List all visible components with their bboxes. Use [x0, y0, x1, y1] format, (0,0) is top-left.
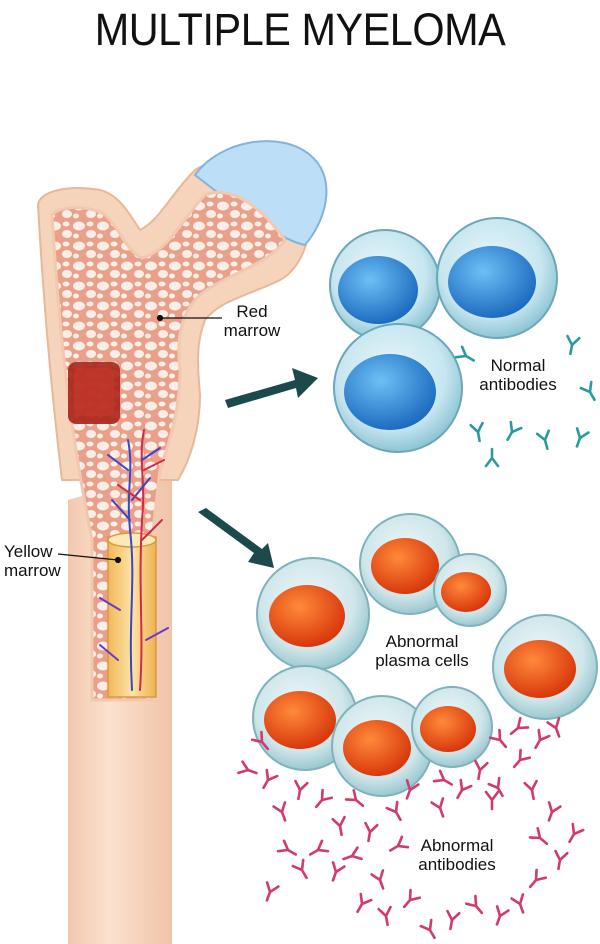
- diagram-title: MULTIPLE MYELOMA: [94, 4, 506, 55]
- antibody-icon: [370, 869, 385, 890]
- antibody-icon: [547, 801, 562, 822]
- antibody-icon: [331, 861, 346, 882]
- antibody-icon: [523, 779, 538, 801]
- antibody-icon: [419, 918, 436, 940]
- femur-bone: [36, 140, 328, 944]
- normal-antibodies: [454, 334, 596, 468]
- normal-plasma-cell-icon: [436, 217, 558, 339]
- antibody-icon: [469, 421, 484, 443]
- label-abnormal-antibodies: Abnormal antibodies: [402, 836, 512, 874]
- antibody-icon: [385, 800, 402, 822]
- antibody-icon: [534, 728, 551, 750]
- label-red-marrow-line-1: Red: [236, 302, 268, 321]
- label-abnormal-antibodies-line-2: antibodies: [418, 855, 496, 874]
- antibody-icon: [314, 788, 334, 809]
- antibody-icon: [276, 839, 298, 856]
- label-normal-antibodies-line-2: antibodies: [479, 375, 557, 394]
- antibody-icon: [487, 776, 504, 798]
- normal-plasma-cell-icon: [333, 323, 463, 453]
- antibody-icon: [484, 447, 500, 468]
- abnormal-plasma-cell-icon: [252, 665, 358, 771]
- label-normal-antibodies-line-1: Normal: [490, 356, 546, 375]
- label-leader-lines: [57, 314, 222, 564]
- antibody-icon: [566, 334, 581, 356]
- label-abnormal-plasma-cells: Abnormal plasma cells: [362, 632, 482, 670]
- label-abnormal-antibodies-line-1: Abnormal: [420, 836, 494, 855]
- abnormal-plasma-cell-icon: [433, 553, 507, 627]
- antibody-icon: [402, 888, 422, 909]
- antibody-icon: [509, 716, 530, 736]
- antibody-icon: [510, 893, 525, 914]
- antibody-icon: [356, 892, 373, 914]
- antibody-icon: [432, 769, 454, 786]
- label-red-marrow: Red marrow: [222, 302, 282, 340]
- label-abnormal-plasma-cells-line-1: Abnormal: [385, 632, 459, 651]
- antibody-icon: [446, 909, 461, 931]
- antibody-icon: [528, 826, 549, 846]
- arrow-icon: [198, 508, 274, 568]
- antibody-icon: [464, 894, 484, 915]
- antibody-icon: [575, 427, 590, 448]
- antibody-icon: [250, 730, 270, 751]
- antibody-icon: [456, 778, 473, 800]
- antibody-icon: [512, 748, 532, 769]
- antibody-icon: [535, 429, 551, 450]
- antibody-icon: [454, 345, 476, 362]
- antibody-icon: [579, 380, 596, 402]
- antibody-icon: [262, 768, 279, 790]
- antibody-icon: [430, 797, 445, 818]
- antibody-icon: [291, 858, 308, 880]
- antibody-icon: [308, 839, 330, 856]
- antibody-icon: [294, 779, 309, 801]
- antibody-icon: [568, 822, 585, 844]
- antibody-icon: [388, 835, 410, 852]
- abnormal-antibodies: [237, 716, 585, 940]
- antibody-icon: [344, 788, 365, 808]
- abnormal-plasma-cell-icon: [492, 614, 598, 720]
- antibody-icon: [265, 881, 280, 902]
- antibody-icon: [554, 849, 569, 871]
- abnormal-plasma-cell-icon: [331, 695, 433, 797]
- antibody-icon: [484, 790, 500, 811]
- antibody-icon: [237, 760, 258, 775]
- antibody-icon: [495, 905, 510, 926]
- antibody-icon: [488, 728, 508, 749]
- abnormal-plasma-cell-icon: [411, 686, 493, 768]
- antibody-icon: [528, 868, 548, 889]
- antibody-icon: [377, 905, 392, 927]
- label-yellow-marrow: Yellow marrow: [4, 542, 74, 580]
- antibody-icon: [331, 815, 346, 837]
- antibody-icon: [474, 759, 489, 781]
- antibody-icon: [342, 846, 363, 861]
- antibody-icon: [272, 801, 287, 822]
- antibody-icon: [546, 717, 561, 738]
- antibody-icon: [506, 420, 523, 442]
- arrow-icon: [225, 368, 318, 408]
- label-normal-antibodies: Normal antibodies: [468, 356, 568, 394]
- label-yellow-marrow-line-1: Yellow: [4, 542, 53, 561]
- label-abnormal-plasma-cells-line-2: plasma cells: [375, 651, 469, 670]
- abnormal-plasma-cell-icon: [256, 557, 370, 671]
- label-yellow-marrow-line-2: marrow: [4, 561, 61, 580]
- label-red-marrow-line-2: marrow: [223, 321, 281, 340]
- antibody-icon: [405, 779, 420, 800]
- antibody-icon: [364, 821, 379, 843]
- normal-plasma-cell-icon: [329, 229, 441, 341]
